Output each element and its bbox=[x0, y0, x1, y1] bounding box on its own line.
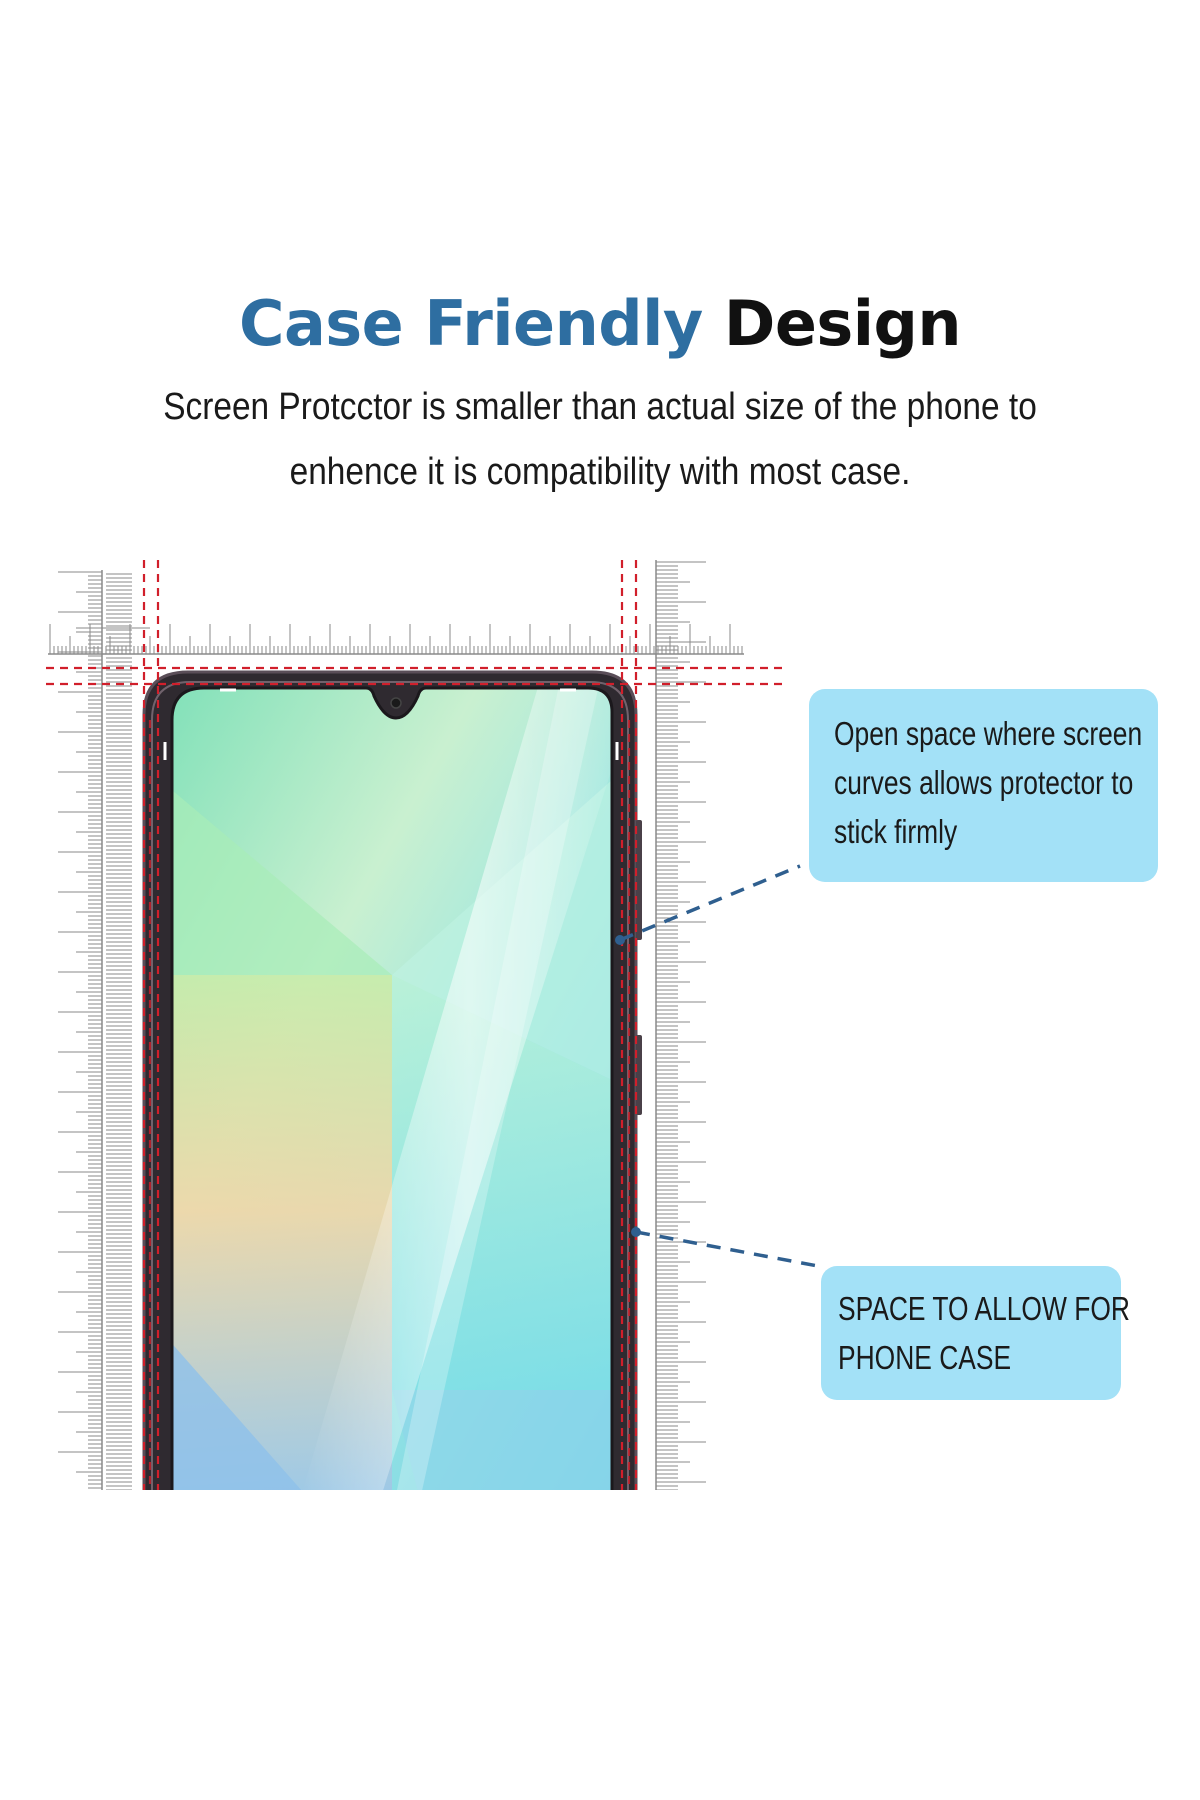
leader-dot-case bbox=[631, 1227, 641, 1237]
front-camera-icon bbox=[390, 697, 402, 709]
red-guide-lines bbox=[46, 560, 782, 1490]
callout-case-line-1: SPACE TO ALLOW FOR bbox=[838, 1290, 1130, 1327]
screen-edge bbox=[170, 686, 614, 1490]
leader-lines bbox=[619, 864, 819, 1268]
callout-case-space: SPACE TO ALLOW FOR PHONE CASE bbox=[821, 1266, 1130, 1400]
power-button bbox=[636, 1035, 642, 1115]
title-rest-text: Design bbox=[723, 287, 962, 360]
top-ruler bbox=[48, 624, 744, 655]
left-ruler bbox=[58, 570, 132, 1490]
page-title: Case Friendly Design bbox=[0, 288, 1200, 360]
subtitle-line-2: enhence it is compatibility with most ca… bbox=[289, 451, 911, 493]
right-ruler bbox=[655, 560, 706, 1490]
subtitle-line-1: Screen Protcctor is smaller than actual … bbox=[163, 386, 1037, 428]
volume-button bbox=[636, 820, 642, 940]
title-accent-text: Case Friendly bbox=[238, 287, 703, 360]
phone-screen bbox=[172, 688, 612, 1490]
leader-dot-curve bbox=[615, 935, 625, 945]
callout-curve-line-1: Open space where screen bbox=[834, 715, 1143, 752]
callout-curve-line-2: curves allows protector to bbox=[834, 764, 1134, 801]
callout-curve-line-3: stick firmly bbox=[834, 813, 958, 850]
callout-curve-gap: Open space where screen curves allows pr… bbox=[809, 689, 1158, 882]
callout-case-line-2: PHONE CASE bbox=[838, 1339, 1012, 1376]
